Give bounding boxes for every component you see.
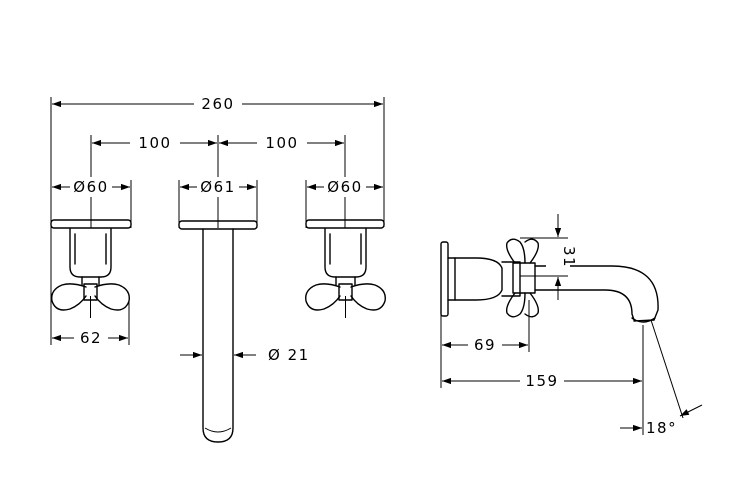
label-left-rosette-diameter: Ø60 <box>73 178 108 196</box>
label-handle-spacing-right: 100 <box>265 134 298 152</box>
label-overall-width: 260 <box>201 95 234 113</box>
left-handle-front-view <box>50 219 132 318</box>
side-view <box>440 238 659 323</box>
spout-front-view <box>178 220 258 443</box>
label-spout-projection: 159 <box>525 372 558 390</box>
right-handle-front-view <box>305 219 386 318</box>
dimension-labels: 260 100 100 Ø60 Ø61 Ø60 62 Ø 21 31 69 15… <box>70 94 677 437</box>
label-handle-spacing-left: 100 <box>138 134 171 152</box>
label-handle-width: 62 <box>80 329 102 347</box>
label-spout-rosette-diameter: Ø61 <box>200 178 235 196</box>
label-side-handle-projection: 69 <box>474 336 496 354</box>
label-right-rosette-diameter: Ø60 <box>327 178 362 196</box>
label-spout-angle: 18° <box>646 419 677 437</box>
label-spout-diameter: Ø 21 <box>268 346 310 364</box>
label-side-handle-height: 31 <box>560 246 578 268</box>
